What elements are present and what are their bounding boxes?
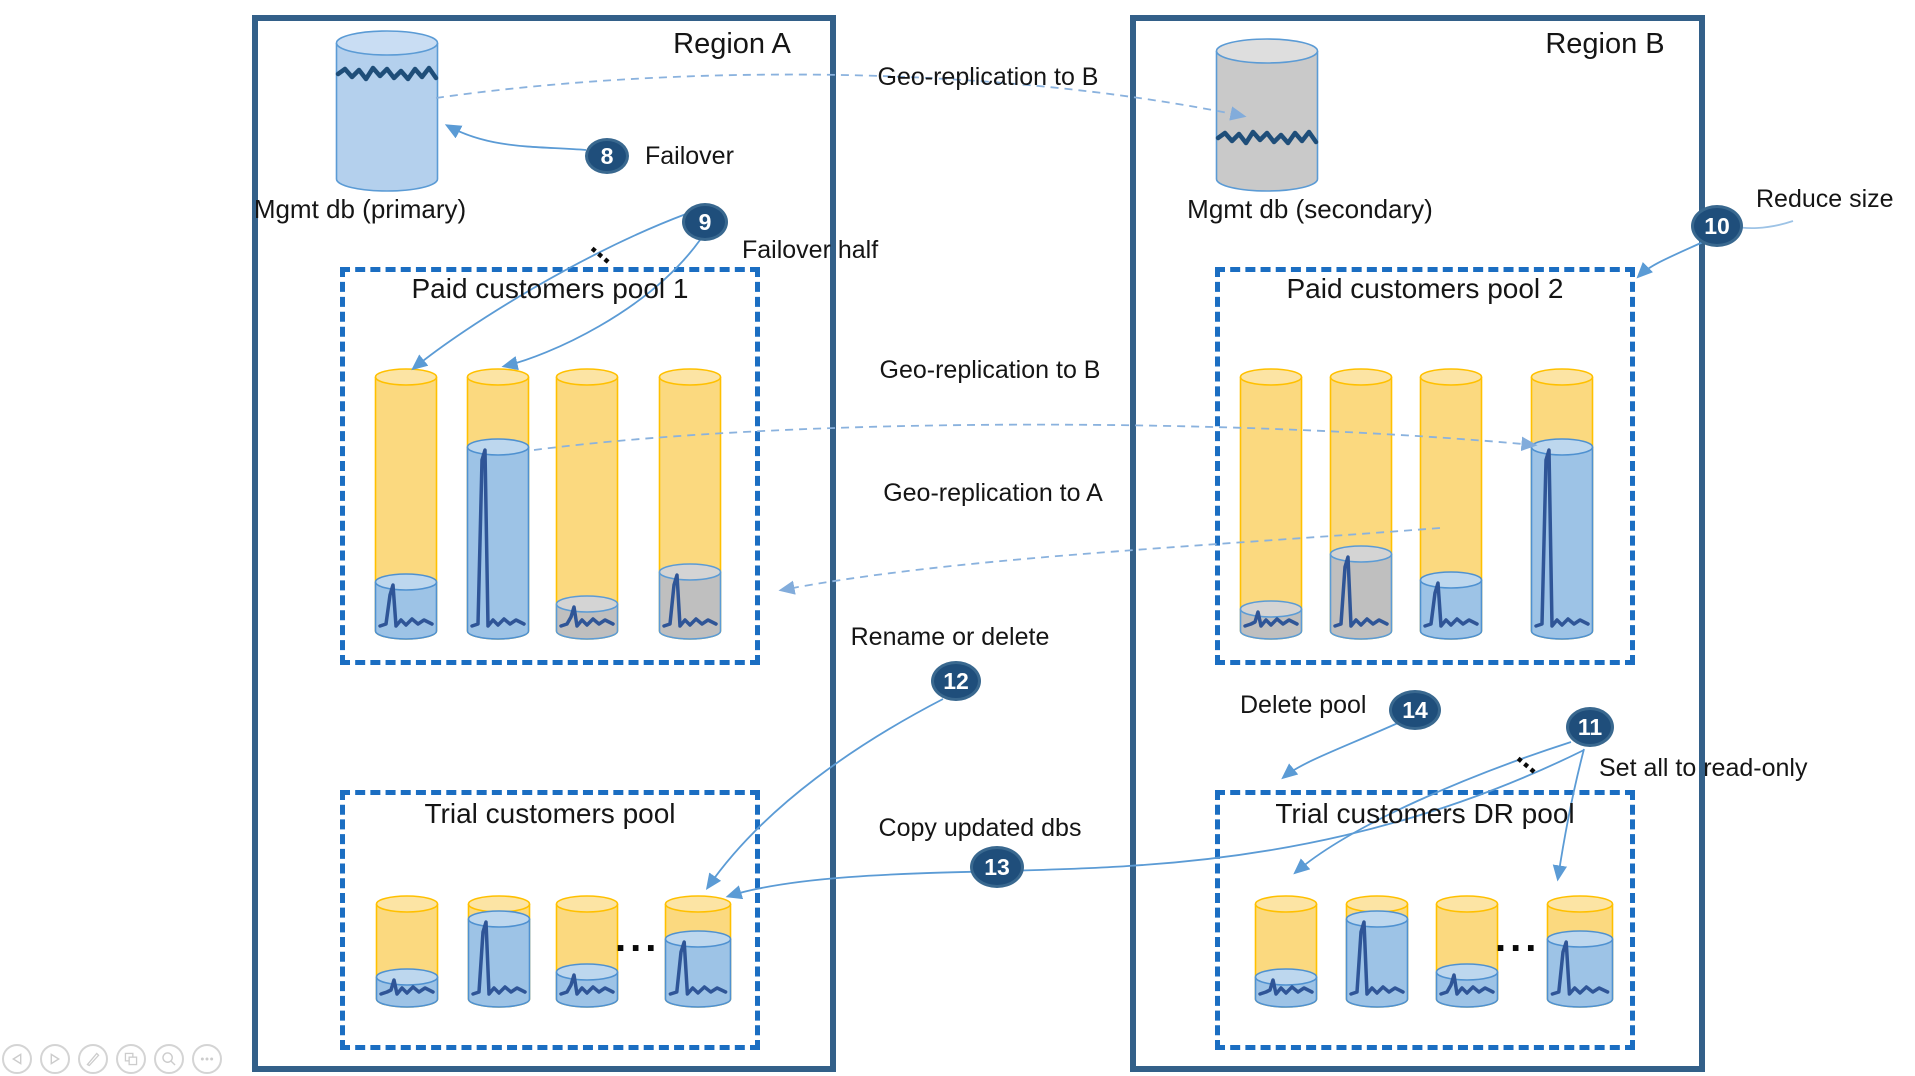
trial-db3-data-cylinder	[555, 963, 619, 1008]
pages-button[interactable]	[116, 1044, 146, 1074]
pen-button[interactable]	[78, 1044, 108, 1074]
region-b-title: Region B	[1545, 28, 1665, 60]
step-badge-14: 14	[1389, 690, 1441, 730]
geo-replication-to-b-label: Geo-replication to B	[879, 356, 1101, 384]
pool1-db4-data-cylinder	[658, 563, 722, 640]
trial-db4-data-cylinder	[664, 930, 732, 1008]
back-icon	[11, 1053, 22, 1065]
pool1-db3-data-cylinder	[555, 595, 619, 640]
pool2-db4-data-cylinder	[1530, 438, 1594, 640]
pool2-db2-data-cylinder	[1329, 545, 1393, 640]
step-badge-8: 8	[585, 138, 629, 174]
pages-icon	[124, 1052, 138, 1066]
trial-db1-data-cylinder	[375, 968, 439, 1008]
mgmt-db-secondary-cylinder	[1215, 38, 1319, 192]
step-badge-9: 9	[682, 203, 728, 241]
trial-pool-box	[340, 790, 760, 1050]
zoom-button[interactable]	[154, 1044, 184, 1074]
geo-replication-top-label: Geo-replication to B	[877, 63, 1099, 91]
dr-db4-data-cylinder	[1546, 930, 1614, 1008]
more-icon	[200, 1057, 214, 1061]
step-badge-12: 12	[931, 661, 981, 701]
back-button[interactable]	[2, 1044, 32, 1074]
failover-label: Failover	[645, 142, 734, 170]
trial-pool-label: Trial customers pool	[424, 798, 676, 829]
zoom-icon	[162, 1052, 176, 1066]
set-all-read-only-label: Set all to read-only	[1599, 754, 1808, 782]
delete-pool-label: Delete pool	[1240, 691, 1367, 719]
pool1-db1-data-cylinder	[374, 573, 438, 640]
paid-pool-2-label: Paid customers pool 2	[1286, 273, 1564, 304]
pool1-db2-data-cylinder	[466, 438, 530, 640]
step-badge-11: 11	[1566, 707, 1614, 747]
copy-updated-dbs-label: Copy updated dbs	[878, 814, 1082, 842]
step-badge-13: 13	[970, 846, 1024, 888]
step-badge-10: 10	[1691, 205, 1743, 247]
pen-icon	[86, 1052, 100, 1067]
dr-db2-data-cylinder	[1345, 910, 1409, 1008]
failover-half-label: Failover half	[742, 236, 879, 264]
forward-icon	[50, 1053, 61, 1065]
reduce-size-label: Reduce size	[1756, 185, 1894, 213]
trial-dr-pool-label: Trial customers DR pool	[1275, 798, 1575, 829]
more-dbs-dots-trial-dr: ...	[1495, 916, 1541, 960]
dr-db3-data-cylinder	[1435, 963, 1499, 1008]
pool2-db3-data-cylinder	[1419, 571, 1483, 640]
pool2-db1-data-cylinder	[1239, 600, 1303, 640]
paid-pool-1-label: Paid customers pool 1	[411, 273, 689, 304]
forward-button[interactable]	[40, 1044, 70, 1074]
region-a-title: Region A	[673, 28, 791, 60]
rename-or-delete-label: Rename or delete	[850, 623, 1050, 651]
more-button[interactable]	[192, 1044, 222, 1074]
more-dbs-dots-trial: ...	[615, 916, 661, 960]
mgmt-db-primary-label: Mgmt db (primary)	[253, 194, 467, 224]
trial-db2-data-cylinder	[467, 910, 531, 1008]
mgmt-db-secondary-label: Mgmt db (secondary)	[1187, 194, 1433, 224]
paid-pool-2-box	[1215, 267, 1635, 665]
dr-db1-data-cylinder	[1254, 968, 1318, 1008]
geo-replication-to-a-label: Geo-replication to A	[883, 479, 1103, 507]
mgmt-db-primary-cylinder	[335, 30, 439, 192]
